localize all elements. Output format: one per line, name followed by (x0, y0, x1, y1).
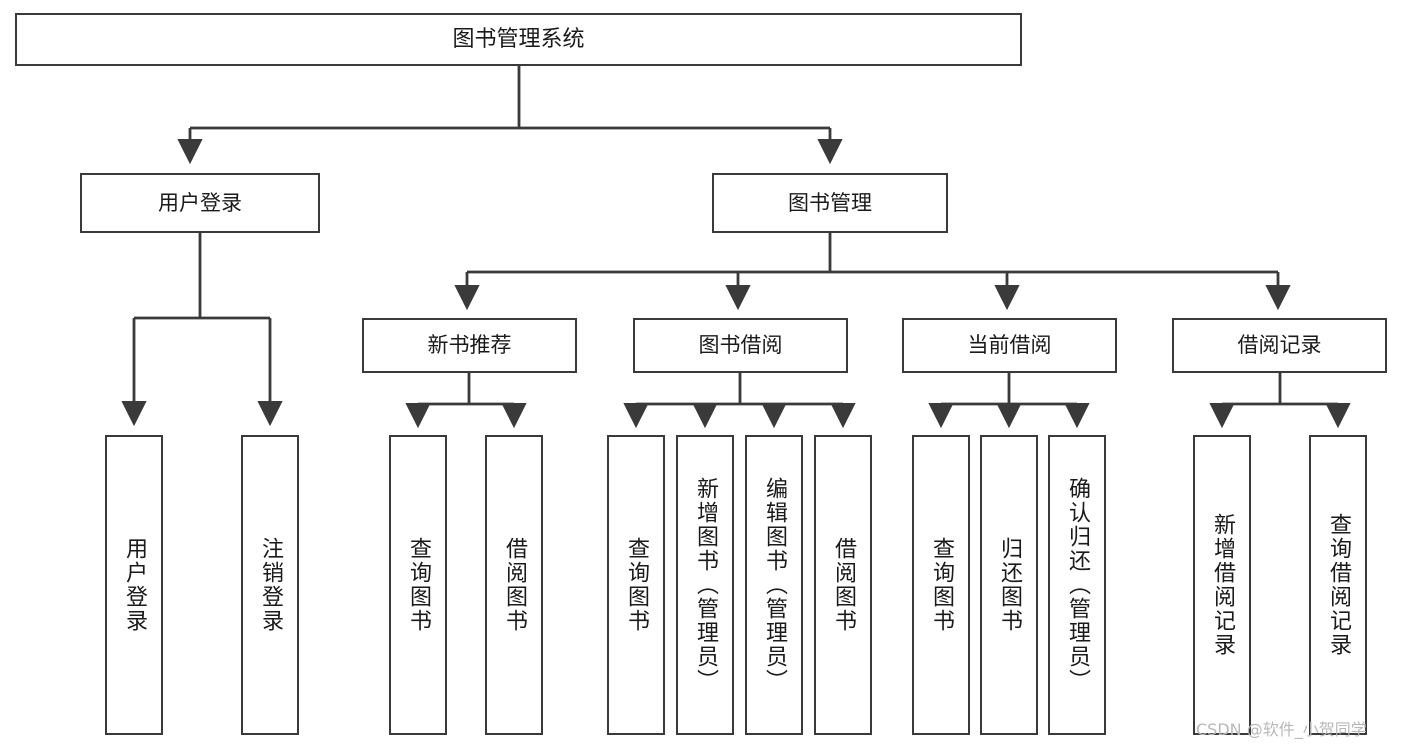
leaf-borrow-book-2[interactable]: 借阅图书 (814, 435, 872, 735)
node-book-borrow[interactable]: 图书借阅 (633, 318, 848, 373)
node-label: 新增借阅记录 (1210, 513, 1235, 657)
leaf-query-book-3[interactable]: 查询图书 (912, 435, 970, 735)
node-label: 查询图书 (929, 537, 954, 633)
leaf-return-book[interactable]: 归还图书 (980, 435, 1038, 735)
node-borrow-record[interactable]: 借阅记录 (1172, 318, 1387, 373)
leaf-add-book[interactable]: 新增图书（管理员） (676, 435, 734, 735)
node-label: 查询借阅记录 (1326, 513, 1351, 657)
node-label: 查询图书 (406, 537, 431, 633)
node-book-management[interactable]: 图书管理 (712, 173, 948, 233)
node-current-borrow[interactable]: 当前借阅 (902, 318, 1117, 373)
node-label: 借阅图书 (502, 537, 527, 633)
leaf-logout-login[interactable]: 注销登录 (241, 435, 299, 735)
node-label: 用户登录 (158, 190, 242, 215)
node-label: 图书管理系统 (452, 26, 585, 52)
node-label: 借阅图书 (831, 537, 856, 633)
node-label: 归还图书 (997, 537, 1022, 633)
leaf-query-book-2[interactable]: 查询图书 (607, 435, 665, 735)
leaf-query-book-1[interactable]: 查询图书 (389, 435, 447, 735)
node-new-book-recommend[interactable]: 新书推荐 (362, 318, 577, 373)
node-label: 查询图书 (624, 537, 649, 633)
node-label: 确认归还（管理员） (1065, 477, 1090, 693)
node-user-login[interactable]: 用户登录 (80, 173, 320, 233)
leaf-confirm-return[interactable]: 确认归还（管理员） (1048, 435, 1106, 735)
node-label: 图书管理 (788, 190, 872, 215)
node-label: 注销登录 (258, 537, 283, 633)
node-label: 新书推荐 (427, 333, 512, 358)
node-label: 用户登录 (122, 537, 147, 633)
leaf-query-record[interactable]: 查询借阅记录 (1309, 435, 1367, 735)
leaf-add-record[interactable]: 新增借阅记录 (1193, 435, 1251, 735)
node-label: 当前借阅 (967, 333, 1052, 358)
node-label: 新增图书（管理员） (693, 477, 718, 693)
node-label: 图书借阅 (698, 333, 783, 358)
node-label: 编辑图书（管理员） (762, 477, 787, 693)
node-root-book-management-system[interactable]: 图书管理系统 (15, 13, 1022, 66)
leaf-borrow-book-1[interactable]: 借阅图书 (485, 435, 543, 735)
leaf-edit-book[interactable]: 编辑图书（管理员） (745, 435, 803, 735)
node-label: 借阅记录 (1237, 333, 1322, 358)
leaf-user-login[interactable]: 用户登录 (105, 435, 163, 735)
